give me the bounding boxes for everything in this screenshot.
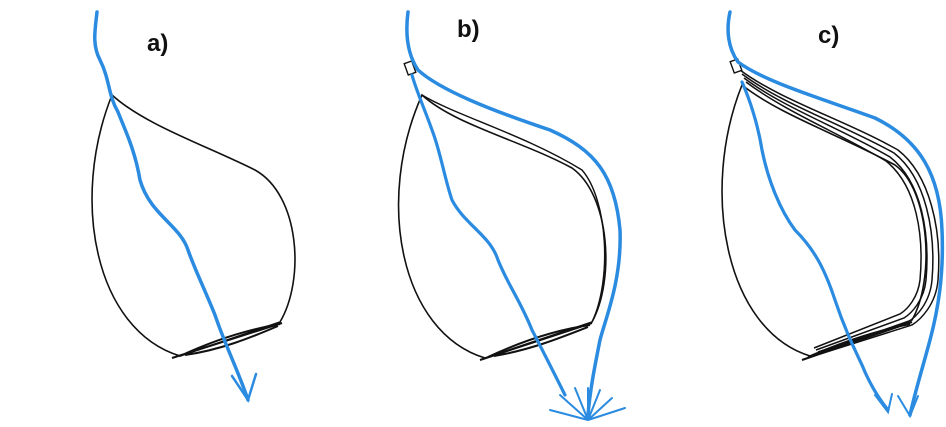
flow-line-outer [407, 12, 620, 415]
flow-line [95, 12, 248, 400]
inner-boundary-line [422, 95, 605, 322]
tail-fin [480, 323, 592, 360]
hull-outline [92, 95, 295, 356]
diagram-panel-c: c) [630, 0, 946, 427]
flow-line-inner [742, 82, 888, 410]
flow-arrowhead-fan [550, 388, 625, 420]
diagram-panel-b: b) [320, 0, 630, 427]
flow-line-outer [728, 12, 942, 415]
diagram-panel-a: a) [0, 0, 320, 427]
hull-outline [399, 95, 606, 358]
layer-line [746, 82, 921, 348]
panel-b-drawing [320, 0, 630, 427]
panel-c-drawing [630, 0, 946, 427]
tail-fin [172, 323, 282, 358]
flow-line-inner [412, 75, 565, 395]
panel-a-drawing [0, 0, 320, 427]
